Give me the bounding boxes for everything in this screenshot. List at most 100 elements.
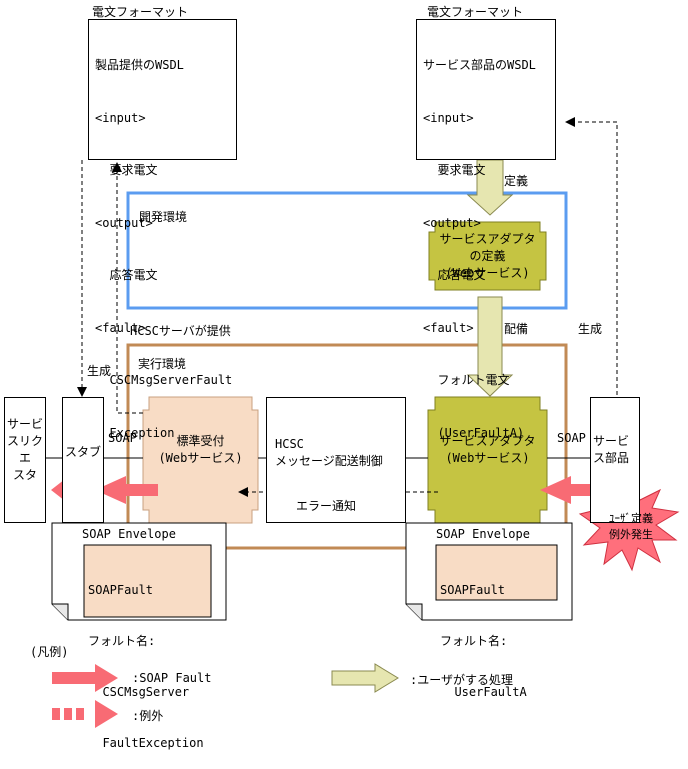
right-wsdl-line: <fault>: [423, 320, 474, 335]
soap-right-label: SOAP: [557, 431, 586, 445]
hcsc-provided-label: HCSCサーバが提供: [130, 324, 231, 338]
user-exception-line2: 例外発生: [609, 528, 653, 541]
envelope-left-line: SOAPFault: [88, 583, 154, 597]
envelope-right-line: フォルト名:: [440, 634, 508, 648]
right-wsdl-line: フォルト電文: [423, 373, 510, 387]
adapter-definition-line3: (Webサービス): [445, 265, 530, 280]
generate-left-label: 生成: [87, 364, 112, 378]
standard-receiver-shape: [142, 396, 259, 524]
envelope-left-fault-box: [83, 544, 212, 618]
left-format-header: 電文フォーマット: [92, 5, 189, 19]
right-wsdl-lines: サービス部品のWSDL <input> 要求電文 <output> 応答電文 <…: [423, 22, 536, 477]
service-component-line2: ス部品: [593, 451, 630, 465]
adapter-definition-shape: [428, 221, 547, 291]
stub-box: スタブ: [62, 397, 104, 523]
hcsc-provided-dashed-line: [116, 168, 143, 414]
service-requester-text: サービ スリク エ スタ: [5, 416, 45, 484]
right-format-header: 電文フォーマット: [427, 5, 524, 19]
left-wsdl-line: <input>: [95, 110, 146, 125]
service-component-text: サービ ス部品: [593, 433, 639, 467]
envelope-left-line: FaultException: [88, 736, 204, 750]
define-label: 定義: [504, 174, 529, 188]
left-wsdl-line: CSCMsgServerFault: [95, 373, 233, 387]
dev-environment-frame: [126, 191, 568, 310]
legend-exception-dash-2: [64, 708, 72, 720]
run-environment-frame: [126, 343, 568, 550]
envelope-left-title: SOAP Envelope: [82, 527, 176, 541]
adapter-definition-line1: サービスアダプタ: [439, 231, 536, 246]
right-wsdl-line: <output>: [423, 215, 481, 230]
left-wsdl-line: 応答電文: [95, 268, 158, 282]
user-exception-line1: ﾕｰｻﾞ定義: [609, 512, 653, 525]
stub-label: スタブ: [64, 445, 101, 459]
adapter-runtime-line2: (Webサービス): [445, 451, 530, 465]
right-wsdl-line: 応答電文: [423, 268, 486, 282]
hcsc-router-line2: メッセージ配送制御: [275, 454, 383, 468]
run-environment-label: 実行環境: [138, 357, 187, 371]
hcsc-router-text: HCSC メッセージ配送制御: [275, 436, 383, 470]
error-notice-arrowhead: [238, 487, 248, 497]
left-wsdl-line: <fault>: [95, 320, 146, 335]
legend-exception-label: :例外: [132, 709, 164, 723]
right-wsdl-line: <input>: [423, 110, 474, 125]
right-wsdl-line: サービス部品のWSDL: [423, 58, 536, 72]
adapter-runtime: サービスアダプタ (Webサービス): [428, 430, 547, 470]
legend-soap-fault-arrow: [52, 664, 118, 692]
right-wsdl-line: 要求電文: [423, 163, 486, 177]
legend-exception-arrowhead: [95, 700, 118, 728]
deploy-arrow: [466, 296, 514, 397]
hcsc-provided-arrowhead: [112, 162, 122, 172]
legend-title: (凡例): [30, 645, 69, 659]
left-wsdl-line: <output>: [95, 215, 153, 230]
envelope-right-line: UserFaultA: [440, 685, 527, 699]
fault-arrow-component-to-adapter: [540, 476, 600, 504]
envelope-left-line: フォルト名:: [88, 634, 156, 648]
service-requester-line4: スタ: [12, 468, 37, 482]
generate-right-label: 生成: [578, 322, 603, 336]
left-wsdl-line: 製品提供のWSDL: [95, 58, 184, 72]
user-exception-text: ﾕｰｻﾞ定義 例外発生: [598, 511, 664, 543]
legend-exception-dash-1: [52, 708, 60, 720]
envelope-left-lines: SOAPFault フォルト名: CSCMsgServer FaultExcep…: [88, 548, 204, 769]
left-wsdl-lines: 製品提供のWSDL <input> 要求電文 <output> 応答電文 <fa…: [95, 22, 232, 477]
left-wsdl-line: Exception: [95, 425, 175, 440]
hcsc-router-box: HCSC メッセージ配送制御: [266, 397, 406, 523]
right-wsdl-box: サービス部品のWSDL <input> 要求電文 <output> 応答電文 <…: [416, 19, 556, 440]
generate-right-arrowhead: [565, 117, 575, 127]
envelope-right-lines: SOAPFault フォルト名: UserFaultA: [440, 548, 527, 718]
deploy-label: 配備: [504, 322, 529, 336]
generate-right-dashed-line: [571, 121, 618, 397]
fault-arrow-receiver-to-stub: [95, 476, 158, 504]
service-component-box: サービ ス部品: [590, 397, 640, 523]
standard-receiver-line2: (Webサービス): [158, 451, 243, 465]
legend-user-process-arrow: [331, 663, 399, 693]
envelope-right-line: SOAPFault: [440, 583, 506, 597]
legend-soap-fault-label: :SOAP Fault: [132, 671, 212, 685]
generate-left-arrowhead: [77, 387, 87, 397]
service-component-line1: サービ: [593, 434, 630, 448]
envelope-right-fold: [406, 603, 423, 620]
dev-environment-label: 開発環境: [139, 210, 188, 224]
left-wsdl-box: 製品提供のWSDL <input> 要求電文 <output> 応答電文 <fa…: [88, 19, 237, 440]
error-notice-label: エラー通知: [296, 499, 357, 513]
diagram-canvas: [46, 117, 680, 728]
legend-exception-dash-3: [76, 708, 84, 720]
left-wsdl-line: 要求電文: [95, 163, 158, 177]
standard-receiver: 標準受付 (Webサービス): [143, 430, 258, 470]
envelope-left-fold: [52, 603, 69, 620]
right-wsdl-line: (UserFaultA): [423, 425, 525, 440]
define-arrow: [466, 159, 514, 216]
adapter-definition: サービスアダプタ の定義 (Webサービス): [429, 228, 546, 284]
adapter-runtime-line1: サービスアダプタ: [439, 434, 536, 448]
envelope-left-line: CSCMsgServer: [88, 685, 190, 699]
service-requester-line2: スリク: [6, 434, 43, 448]
service-requester-line1: サービ: [6, 417, 43, 431]
legend-user-process-label: :ユーザがする処理: [410, 673, 513, 687]
standard-receiver-line1: 標準受付: [176, 434, 225, 448]
soap-left-label: SOAP: [108, 431, 137, 445]
service-requester-box: サービ スリク エ スタ: [4, 397, 46, 523]
service-requester-line3: エ: [18, 451, 31, 465]
adapter-definition-line2: の定義: [469, 248, 506, 263]
hcsc-router-line1: HCSC: [275, 437, 304, 451]
envelope-right-title: SOAP Envelope: [436, 527, 530, 541]
